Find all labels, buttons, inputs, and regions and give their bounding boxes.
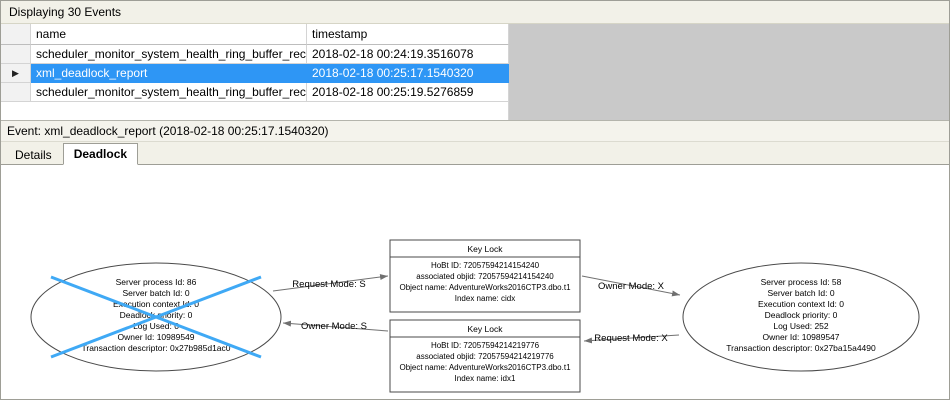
edge-label-request-s: Request Mode: S bbox=[292, 279, 365, 290]
column-header-timestamp[interactable]: timestamp bbox=[307, 24, 509, 45]
svg-text:Log Used: 252: Log Used: 252 bbox=[773, 321, 829, 331]
svg-text:Deadlock priority: 0: Deadlock priority: 0 bbox=[120, 310, 193, 320]
row-selector-current[interactable]: ▶ bbox=[1, 64, 31, 83]
svg-text:Server batch Id: 0: Server batch Id: 0 bbox=[122, 288, 189, 298]
svg-text:Server process Id: 58: Server process Id: 58 bbox=[761, 277, 842, 287]
svg-text:Object name: AdventureWorks201: Object name: AdventureWorks2016CTP3.dbo.… bbox=[399, 363, 571, 372]
svg-text:HoBt ID: 72057594214219776: HoBt ID: 72057594214219776 bbox=[431, 341, 540, 350]
events-count-bar: Displaying 30 Events bbox=[1, 1, 949, 24]
svg-text:Execution context Id: 0: Execution context Id: 0 bbox=[758, 299, 844, 309]
svg-text:associated objid: 720575942142: associated objid: 72057594214219776 bbox=[416, 352, 554, 361]
event-summary-bar: Event: xml_deadlock_report (2018-02-18 0… bbox=[1, 121, 949, 142]
grid-header-row: name timestamp bbox=[1, 24, 949, 45]
resource-node-bottom[interactable]: Key Lock HoBt ID: 72057594214219776 asso… bbox=[389, 319, 581, 393]
cell-timestamp[interactable]: 2018-02-18 00:25:17.1540320 bbox=[307, 64, 509, 83]
edge-owner-bottom bbox=[282, 320, 389, 332]
cell-timestamp[interactable]: 2018-02-18 00:24:19.3516078 bbox=[307, 45, 509, 64]
svg-text:Deadlock priority: 0: Deadlock priority: 0 bbox=[765, 310, 838, 320]
svg-text:Owner Id: 10989549: Owner Id: 10989549 bbox=[117, 332, 194, 342]
process-node-victim[interactable]: Server process Id: 86 Server batch Id: 0… bbox=[30, 262, 282, 372]
events-count-label: Displaying 30 Events bbox=[9, 5, 122, 19]
svg-text:Execution context Id: 0: Execution context Id: 0 bbox=[113, 299, 199, 309]
table-row-selected[interactable]: ▶ xml_deadlock_report 2018-02-18 00:25:1… bbox=[1, 64, 949, 83]
resource-rect[interactable] bbox=[389, 239, 581, 313]
victim-x-icon bbox=[50, 275, 262, 359]
resource-title: Key Lock bbox=[468, 244, 504, 254]
resource-rect[interactable] bbox=[389, 319, 581, 393]
edge-label-owner-x: Owner Mode: X bbox=[598, 281, 665, 292]
edge-request-top bbox=[272, 274, 389, 292]
svg-text:Transaction descriptor: 0x27ba: Transaction descriptor: 0x27ba15a4490 bbox=[726, 343, 876, 353]
svg-text:Server batch Id: 0: Server batch Id: 0 bbox=[767, 288, 834, 298]
edge-label-owner-s: Owner Mode: S bbox=[301, 321, 367, 332]
svg-text:Server process Id: 86: Server process Id: 86 bbox=[116, 277, 197, 287]
svg-text:Index name: idx1: Index name: idx1 bbox=[455, 374, 516, 383]
resource-title: Key Lock bbox=[468, 324, 504, 334]
column-header-name[interactable]: name bbox=[31, 24, 307, 45]
svg-text:Log Used: 0: Log Used: 0 bbox=[133, 321, 179, 331]
edge-request-bottom bbox=[583, 334, 680, 344]
cell-name[interactable]: xml_deadlock_report bbox=[31, 64, 307, 83]
grid-empty-area bbox=[1, 102, 949, 120]
detail-tab-strip: Details Deadlock bbox=[1, 142, 949, 165]
cell-timestamp[interactable]: 2018-02-18 00:25:19.5276859 bbox=[307, 83, 509, 102]
tab-deadlock[interactable]: Deadlock bbox=[62, 143, 139, 165]
cell-name[interactable]: scheduler_monitor_system_health_ring_buf… bbox=[31, 83, 307, 102]
svg-text:HoBt ID: 72057594214154240: HoBt ID: 72057594214154240 bbox=[431, 261, 540, 270]
events-grid: name timestamp scheduler_monitor_system_… bbox=[1, 24, 949, 121]
process-node-owner[interactable]: Server process Id: 58 Server batch Id: 0… bbox=[682, 262, 920, 372]
grid-header-filler bbox=[509, 24, 949, 45]
edge-label-request-x: Request Mode: X bbox=[594, 333, 668, 344]
svg-text:Index name: cidx: Index name: cidx bbox=[455, 294, 515, 303]
process-ellipse[interactable] bbox=[682, 262, 920, 372]
table-row[interactable]: scheduler_monitor_system_health_ring_buf… bbox=[1, 83, 949, 102]
resource-node-top[interactable]: Key Lock HoBt ID: 72057594214154240 asso… bbox=[389, 239, 581, 313]
deadlock-graph-pane: Request Mode: S Owner Mode: X Owner Mode… bbox=[1, 165, 949, 399]
row-selector[interactable] bbox=[1, 45, 31, 64]
svg-text:Owner Id: 10989547: Owner Id: 10989547 bbox=[762, 332, 839, 342]
grid-corner-cell bbox=[1, 24, 31, 45]
table-row[interactable]: scheduler_monitor_system_health_ring_buf… bbox=[1, 45, 949, 64]
deadlock-graph: Request Mode: S Owner Mode: X Owner Mode… bbox=[30, 239, 920, 393]
edge-owner-top bbox=[581, 275, 681, 297]
svg-text:associated objid: 720575942141: associated objid: 72057594214154240 bbox=[416, 272, 554, 281]
tab-details[interactable]: Details bbox=[15, 147, 52, 162]
cell-name[interactable]: scheduler_monitor_system_health_ring_buf… bbox=[31, 45, 307, 64]
row-selector[interactable] bbox=[1, 83, 31, 102]
svg-text:Transaction descriptor: 0x27b9: Transaction descriptor: 0x27b985d1ac0 bbox=[82, 343, 231, 353]
event-summary-label: Event: xml_deadlock_report (2018-02-18 0… bbox=[7, 124, 329, 138]
svg-text:Object name: AdventureWorks201: Object name: AdventureWorks2016CTP3.dbo.… bbox=[399, 283, 571, 292]
